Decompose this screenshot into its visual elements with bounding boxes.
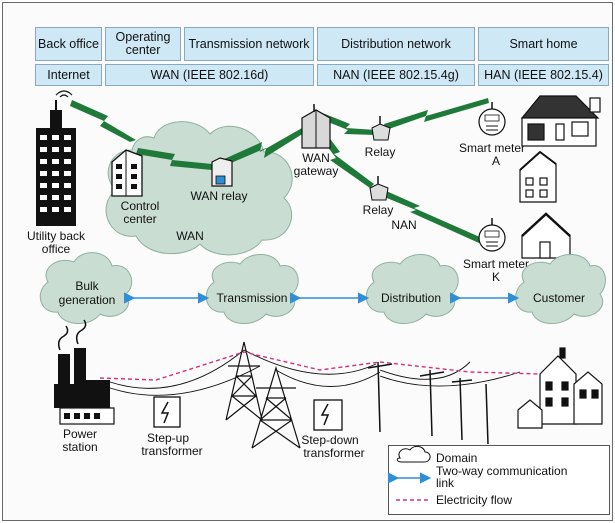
header-nan: NAN (IEEE 802.15.4g) [317, 64, 475, 86]
village-buildings [517, 347, 603, 429]
domain-distribution-label: Distribution [381, 291, 441, 305]
step-down-label-1: Step-down [301, 433, 358, 447]
meter-k-label-2: K [492, 270, 500, 284]
domain-bulk-label-1: Bulk [75, 279, 99, 293]
wan-relay-label: WAN relay [191, 189, 248, 203]
relay-1-label: Relay [365, 145, 396, 159]
lightning-gateway-relay1 [318, 112, 376, 135]
power-lines [109, 349, 521, 396]
relay-2-device [369, 176, 389, 201]
transmission-tower-2 [251, 365, 301, 449]
smart-meter-a-icon [478, 102, 506, 136]
header-operating-center: Operating center [105, 27, 181, 61]
smart-home-house-large [520, 95, 601, 147]
domain-customer-label: Customer [533, 291, 585, 305]
header-internet: Internet [35, 64, 102, 86]
utility-building [36, 100, 76, 226]
lightning-utility-control [70, 100, 136, 142]
control-center-building [111, 149, 143, 197]
nan-label: NAN [391, 218, 416, 232]
distribution-poles [367, 361, 489, 445]
relay-1-device [371, 116, 391, 141]
power-station [54, 319, 115, 425]
house-small [521, 212, 571, 259]
step-up-label-2: transformer [141, 444, 202, 458]
antenna-signal-icon [55, 90, 73, 98]
lightning-relay-gateway [222, 128, 304, 166]
gateway-label-2: gateway [294, 164, 339, 178]
meter-k-label-1: Smart meter [463, 257, 529, 271]
wan-gateway-device [301, 104, 331, 149]
step-down-label-2: transformer [303, 446, 364, 460]
electricity-flow-line [99, 351, 541, 381]
header-distribution-network: Distribution network [317, 27, 475, 61]
house-medium [519, 150, 557, 203]
meter-a-label-2: A [492, 154, 500, 168]
lightning-control-relay [136, 148, 212, 170]
meter-a-label-1: Smart meter [459, 141, 525, 155]
header-smart-home: Smart home [478, 27, 609, 61]
step-up-transformer [153, 396, 181, 428]
domain-bulk-label-2: generation [59, 293, 116, 307]
relay-2-label: Relay [363, 203, 394, 217]
lightning-gateway-relay2 [318, 128, 374, 188]
control-label-1: Control [121, 199, 160, 213]
smart-meter-k-icon [478, 218, 506, 252]
utility-label-1: Utility back [27, 229, 86, 243]
transmission-tower-1 [225, 341, 263, 421]
power-station-label-2: station [62, 440, 97, 454]
cloud-customer [515, 254, 606, 324]
header-back-office: Back office [35, 27, 102, 61]
step-down-transformer [313, 399, 343, 431]
lightning-relay2-meterK [382, 190, 482, 243]
wan-relay-device [211, 157, 233, 187]
lightning-relay1-meterA [384, 98, 489, 130]
header-wan: WAN (IEEE 802.16d) [105, 64, 314, 86]
gateway-label-1: WAN [302, 151, 330, 165]
cloud-distribution [365, 254, 459, 324]
legend [388, 445, 610, 515]
control-label-2: center [123, 212, 156, 226]
utility-label-2: office [42, 242, 71, 256]
header-transmission-network: Transmission network [184, 27, 314, 61]
step-up-label-1: Step-up [147, 431, 189, 445]
wan-cloud-label: WAN [176, 229, 204, 243]
wireless-links [70, 98, 489, 243]
cloud-transmission [205, 254, 299, 324]
domain-transmission-label: Transmission [217, 291, 288, 305]
header-han: HAN (IEEE 802.15.4) [478, 64, 609, 86]
domain-clouds [39, 252, 606, 324]
power-station-label-1: Power [63, 427, 97, 441]
